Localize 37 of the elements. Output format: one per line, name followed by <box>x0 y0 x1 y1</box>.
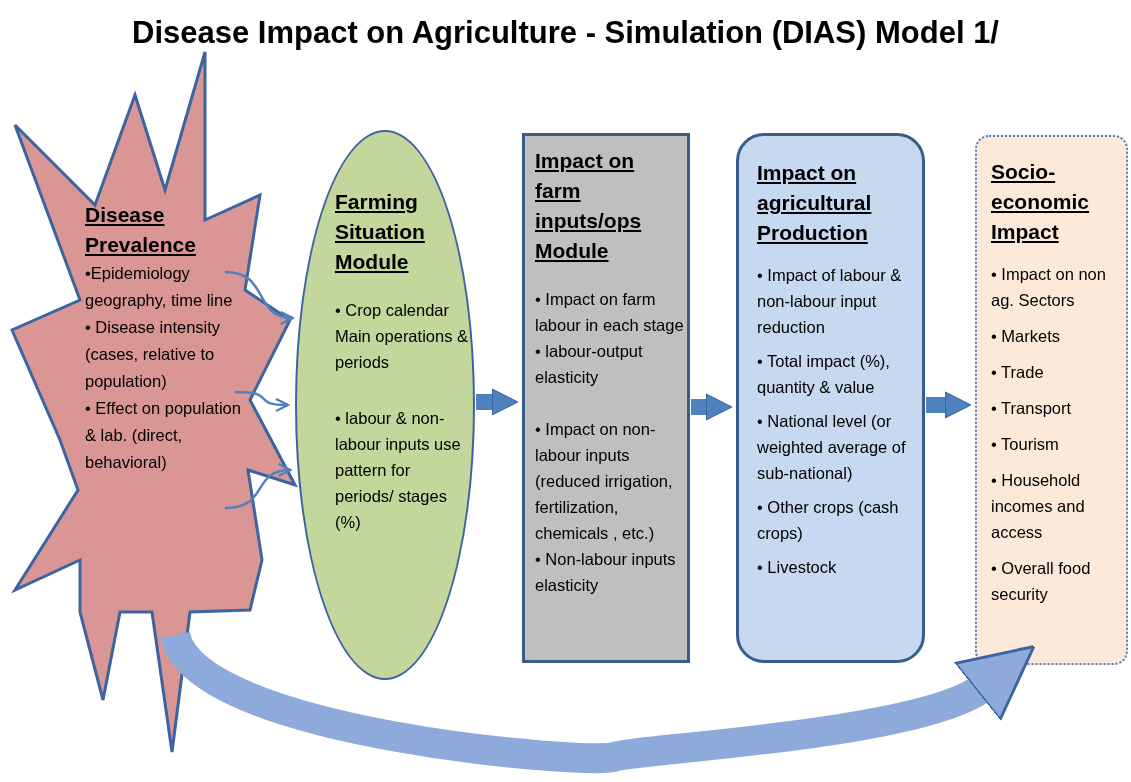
bullet-text: • Household incomes and access <box>991 470 1086 543</box>
module-heading: Impact on agricultural Production <box>757 160 873 246</box>
bullet-text: • Trade <box>991 362 1045 383</box>
bullet-text: • Impact on farm labour in each stage <box>535 289 685 336</box>
curved-arrow <box>224 270 294 324</box>
starburst-shape <box>10 50 300 755</box>
bullet-text: • Non-labour inputs elasticity <box>535 549 677 596</box>
bullet-text: • National level (or weighted average of sub-national) <box>757 411 907 484</box>
module-heading: Farming Situation Module <box>335 189 426 275</box>
module-box <box>975 135 1128 665</box>
bullet-text: • labour-output elasticity <box>535 341 644 388</box>
bullet-text: • Total impact (%), quantity & value <box>757 351 891 398</box>
module-box <box>522 133 690 663</box>
bullet-text: • Impact on non ag. Sectors <box>991 264 1107 311</box>
module-heading: Socio-economic Impact <box>991 159 1091 245</box>
bullet-text: • Crop calendar Main operations & periods <box>335 300 469 373</box>
curved-arrow <box>224 463 292 510</box>
block-arrow <box>926 391 972 419</box>
block-arrow <box>476 388 519 416</box>
bullet-text: • Livestock <box>757 557 838 578</box>
bullet-text: • Other crops (cash crops) <box>757 497 900 544</box>
bullet-text: • Impact of labour & non-labour input reduction <box>757 265 903 338</box>
bullet-text: •Epidemiology geography, time line <box>85 263 234 311</box>
module-heading: Disease Prevalence <box>85 202 197 258</box>
block-arrow <box>691 393 733 421</box>
bullet-text: • Effect on population & lab. (direct, behavioral) <box>85 398 242 473</box>
bullet-text: • Markets <box>991 326 1062 347</box>
curved-arrow <box>234 390 290 412</box>
module-box <box>736 133 925 663</box>
bullet-text: • Overall food security <box>991 558 1092 605</box>
bullet-text: • Impact on non-labour inputs (reduced irrigation, fertilization, chemicals , etc.) <box>535 419 674 544</box>
bullet-text: • labour & non-labour inputs use pattern for periods/ stages (%) <box>335 408 462 533</box>
diagram-title: Disease Impact on Agriculture - Simulation (DIAS) Model 1/ <box>132 14 999 52</box>
bullet-text: • Disease intensity (cases, relative to population) <box>85 317 222 392</box>
bullet-text: • Tourism <box>991 434 1060 455</box>
module-heading: Impact on farm inputs/ops Module <box>535 148 643 264</box>
bullet-text: • Transport <box>991 398 1073 419</box>
